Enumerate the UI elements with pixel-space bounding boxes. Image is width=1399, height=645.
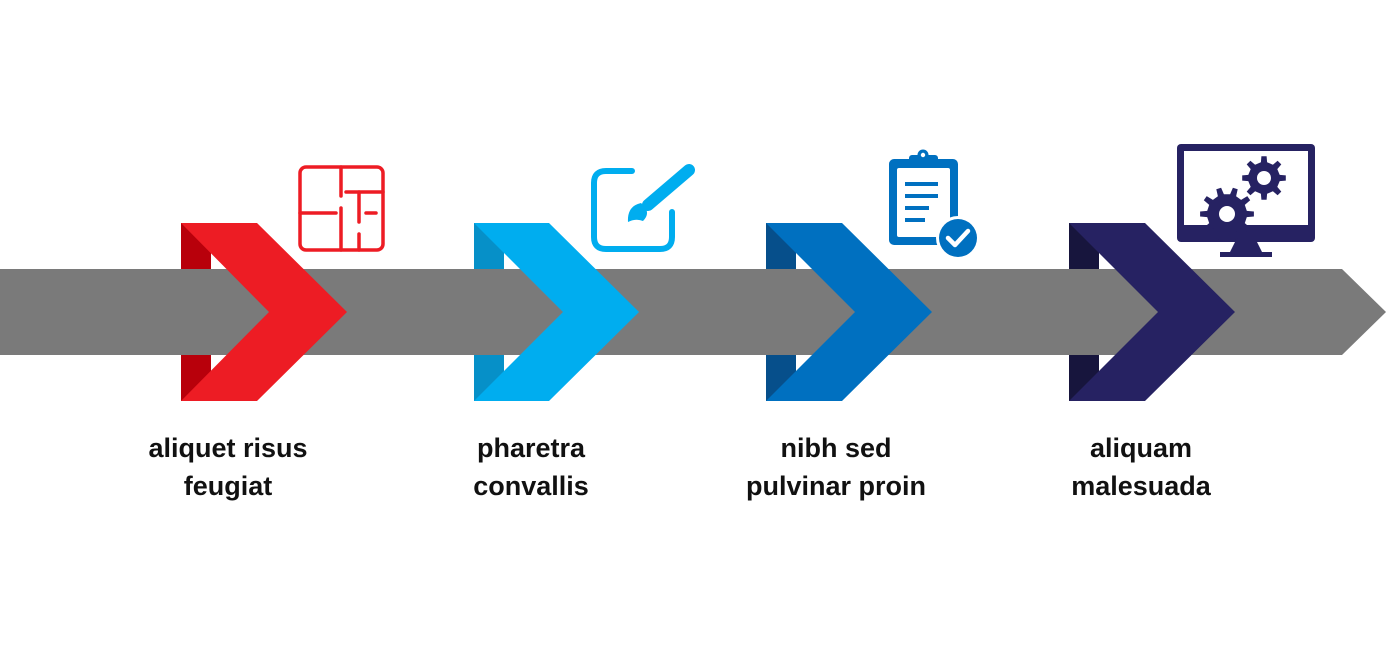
clipboard-check-icon [889, 149, 980, 260]
step-label-4: aliquam malesuada [1011, 429, 1271, 505]
step-label-line: malesuada [1071, 471, 1211, 501]
timeline-arrow [0, 269, 1386, 355]
gear-icon [1200, 187, 1254, 241]
step-label-3: nibh sed pulvinar proin [706, 429, 966, 505]
floor-plan-icon [298, 165, 385, 252]
chevron-step-2 [474, 223, 639, 401]
step-label-line: aliquet risus [148, 433, 308, 463]
step-label-line: pharetra [476, 433, 586, 463]
monitor-gears-icon [1177, 144, 1315, 257]
chevron-step-4 [1069, 223, 1235, 401]
gear-icon [1242, 156, 1286, 200]
chevron-step-3 [766, 223, 932, 401]
step-label-line: pulvinar proin [745, 471, 926, 501]
step-label-line: convallis [473, 471, 589, 501]
step-label-line: aliquam [1089, 433, 1193, 463]
step-label-2: pharetra convallis [401, 429, 661, 505]
chevron-step-1 [181, 223, 347, 401]
step-label-1: aliquet risus feugiat [98, 429, 358, 505]
paint-brush-icon [591, 164, 695, 252]
step-label-line: feugiat [183, 471, 273, 501]
step-label-line: nibh sed [780, 433, 892, 463]
